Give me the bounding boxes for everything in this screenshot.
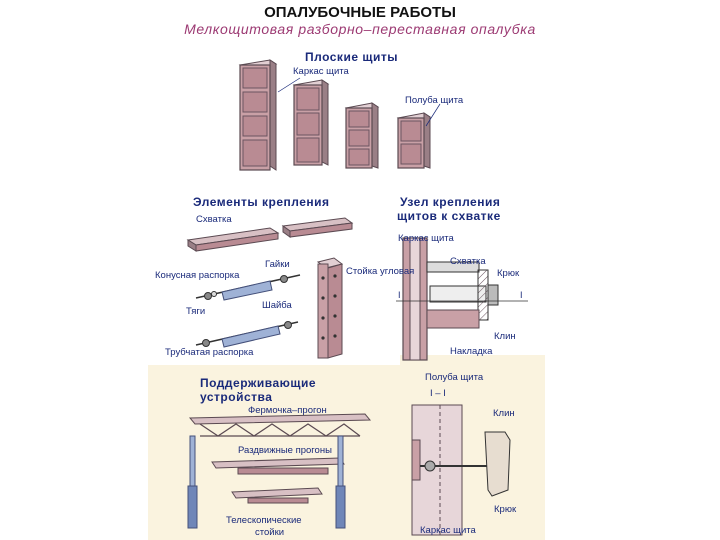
tube-spacer-assembly — [195, 321, 299, 348]
flat-panels-heading: Плоские щиты — [305, 50, 398, 64]
telescopic-post-left — [187, 435, 198, 529]
corner-post — [316, 257, 344, 359]
washer-label: Шайба — [262, 300, 292, 311]
corner-post-label: Стойка угловая — [346, 266, 415, 277]
page-subtitle: Мелкощитовая разборно–переставная опалуб… — [184, 21, 536, 37]
clamp-bar-right — [281, 217, 354, 238]
supports-heading-line1: Поддерживающие — [200, 376, 317, 390]
truss-beam — [188, 413, 372, 437]
section-frame-label: Каркас щита — [420, 525, 476, 536]
section-half-panel-label: Полуба щита — [425, 372, 484, 383]
joint-heading-line1: Узел крепления — [400, 195, 501, 209]
clamp-bar-left — [186, 227, 280, 252]
joint-pad-label: Накладка — [450, 346, 493, 357]
joint-frame-label: Каркас щита — [398, 233, 454, 244]
page-title: ОПАЛУБОЧНЫЕ РАБОТЫ — [264, 4, 456, 21]
fastening-heading: Элементы крепления — [193, 195, 330, 209]
svg-text:I: I — [398, 290, 401, 300]
telescopic-label-line2: стойки — [255, 527, 285, 538]
section-wedge-label: Клин — [493, 408, 515, 419]
cone-spacer-label: Конусная распорка — [155, 270, 240, 281]
truss-label: Фермочка–прогон — [248, 405, 327, 416]
svg-text:I: I — [520, 290, 523, 300]
nut-label: Гайки — [265, 259, 290, 270]
clamp-label: Схватка — [196, 214, 232, 225]
joint-detail: I I — [396, 237, 528, 361]
flat-panel-medium — [292, 79, 330, 166]
flat-panel-large — [238, 59, 278, 171]
section-hook-label: Крюк — [494, 504, 517, 515]
joint-wedge-label: Клин — [494, 331, 516, 342]
joint-hook-label: Крюк — [497, 268, 520, 279]
joint-clamp-label: Схватка — [450, 256, 486, 267]
frame-leader — [277, 77, 301, 93]
flat-panel-half — [396, 112, 432, 169]
section-view — [411, 404, 511, 536]
flat-panel-small — [344, 102, 380, 169]
supports-heading-line2: устройства — [200, 390, 273, 404]
sliding-label: Раздвижные прогоны — [238, 445, 332, 456]
rod-label: Тяги — [186, 306, 206, 317]
sliding-beam — [211, 457, 345, 504]
telescopic-label-line1: Телескопические — [226, 515, 302, 526]
cone-spacer-assembly — [195, 274, 301, 301]
joint-heading-line2: щитов к схватке — [397, 209, 501, 223]
frame-label: Каркас щита — [293, 66, 349, 77]
half-panel-leader — [425, 103, 441, 127]
telescopic-post-right — [335, 435, 346, 529]
section-label: I – I — [430, 388, 446, 399]
tube-spacer-label: Трубчатая распорка — [165, 347, 254, 358]
half-panel-label: Полуба щита — [405, 95, 464, 106]
